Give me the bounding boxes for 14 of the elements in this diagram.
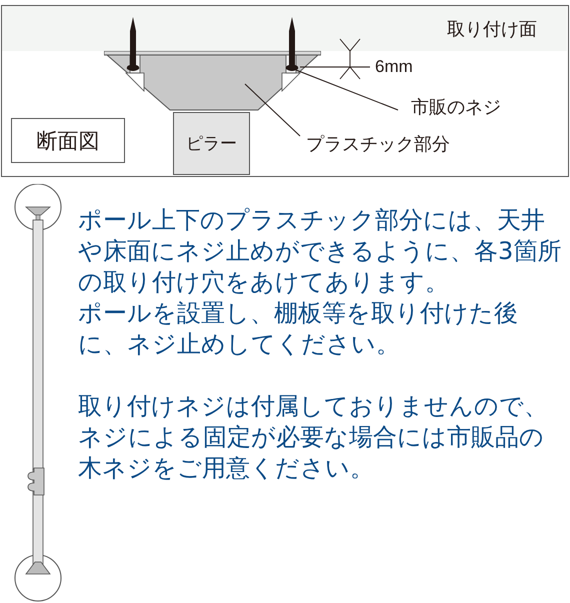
dimension-label: 6mm bbox=[375, 57, 413, 77]
box-label: 取り付け面 bbox=[447, 18, 537, 40]
instruction-text: ポール上下のプラスチック部分には、天井や床面にネジ止めができるように、各3箇所の取り付け穴をあけてあります。 bbox=[78, 205, 562, 298]
leader-line bbox=[296, 70, 398, 110]
label-box bbox=[173, 112, 250, 175]
callout-label: 市販のネジ bbox=[411, 96, 501, 119]
leader-line bbox=[244, 84, 300, 136]
instruction-text: 取り付けネジは付属しておりませんので、ネジによる固定が必要な場合には市販品の木ネジをご用意ください。 bbox=[78, 391, 549, 484]
box-label: ピラー bbox=[186, 133, 237, 155]
instruction-text: ポールを設置し、棚板等を取り付けた後に、ネジ止めしてください。 bbox=[78, 298, 519, 360]
label-box bbox=[11, 118, 125, 163]
label-box bbox=[2, 6, 567, 51]
callout-label: プラスチック部分 bbox=[306, 133, 450, 156]
box-label: 断面図 bbox=[36, 128, 100, 154]
